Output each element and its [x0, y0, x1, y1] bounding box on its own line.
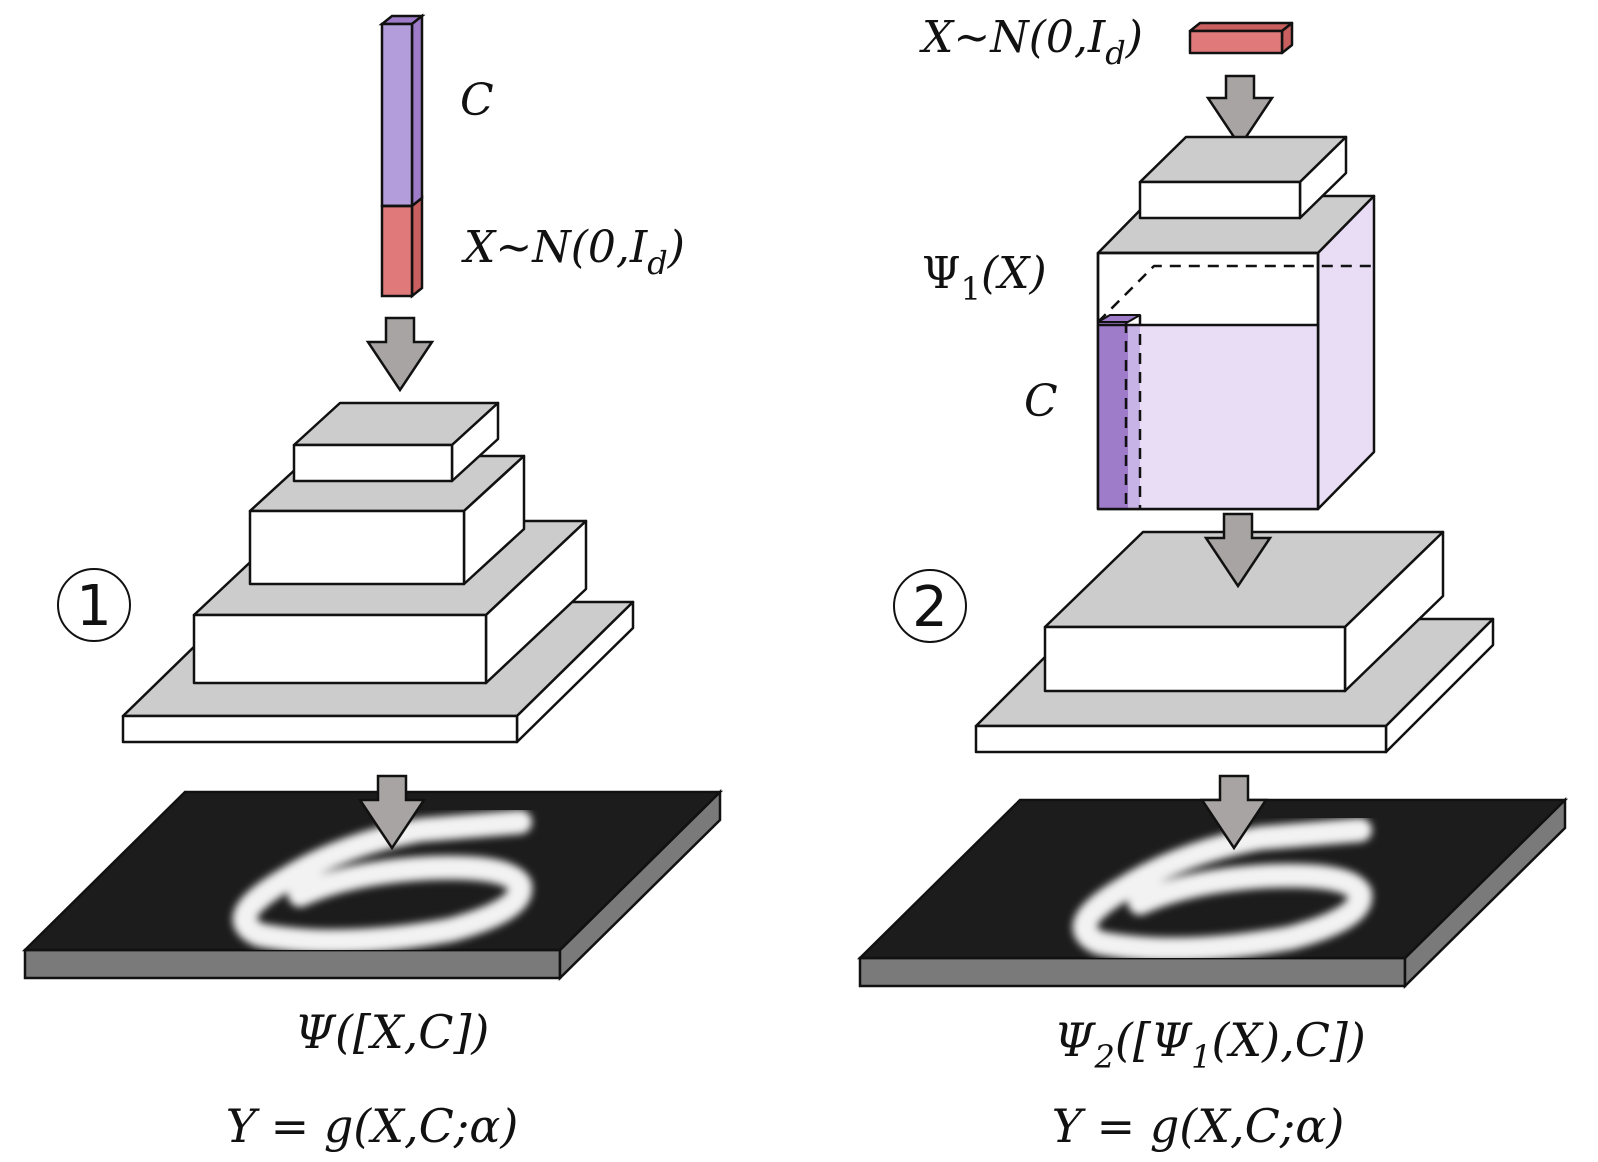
right-arrow-mid — [1203, 512, 1273, 589]
left-arrow-out — [357, 774, 427, 851]
right-label-c: C — [1024, 376, 1058, 427]
left-label-x: X∼N(0,Id) — [461, 222, 685, 282]
right-label-x: X∼N(0,Id) — [919, 12, 1143, 72]
left-generator-network — [121, 401, 635, 744]
right-arrow-in — [1205, 74, 1275, 149]
left-network-formula: Ψ([X,C]) — [295, 1005, 490, 1059]
right-psi1-network — [1096, 135, 1376, 511]
right-equation: Y = g(X,C;α) — [1052, 1099, 1345, 1153]
left-label-c: C — [460, 75, 494, 126]
right-psi2-network — [974, 530, 1495, 754]
right-condition-side — [1316, 194, 1376, 511]
svg-text:2: 2 — [912, 575, 948, 640]
right-network-formula: Ψ2([Ψ1(X),C]) — [1054, 1013, 1366, 1076]
left-input-vector — [378, 13, 426, 299]
left-step-number: 1 — [57, 568, 131, 642]
left-digit-six — [232, 810, 533, 950]
right-output-image — [856, 797, 1569, 989]
right-noise-vector — [1188, 21, 1294, 55]
right-panel: X∼N(0,Id) Ψ1(X) — [856, 12, 1569, 1153]
right-step-number: 2 — [893, 569, 967, 643]
left-output-image — [21, 789, 724, 981]
right-digit-six — [1072, 818, 1373, 958]
right-psi1-label: Ψ1(X) — [922, 248, 1047, 308]
left-equation: Y = g(X,C;α) — [226, 1099, 519, 1153]
left-panel: C X∼N(0,Id) 1 — [21, 13, 724, 1153]
left-arrow-in — [365, 316, 435, 393]
right-arrow-out — [1199, 774, 1269, 851]
svg-text:1: 1 — [76, 574, 112, 639]
